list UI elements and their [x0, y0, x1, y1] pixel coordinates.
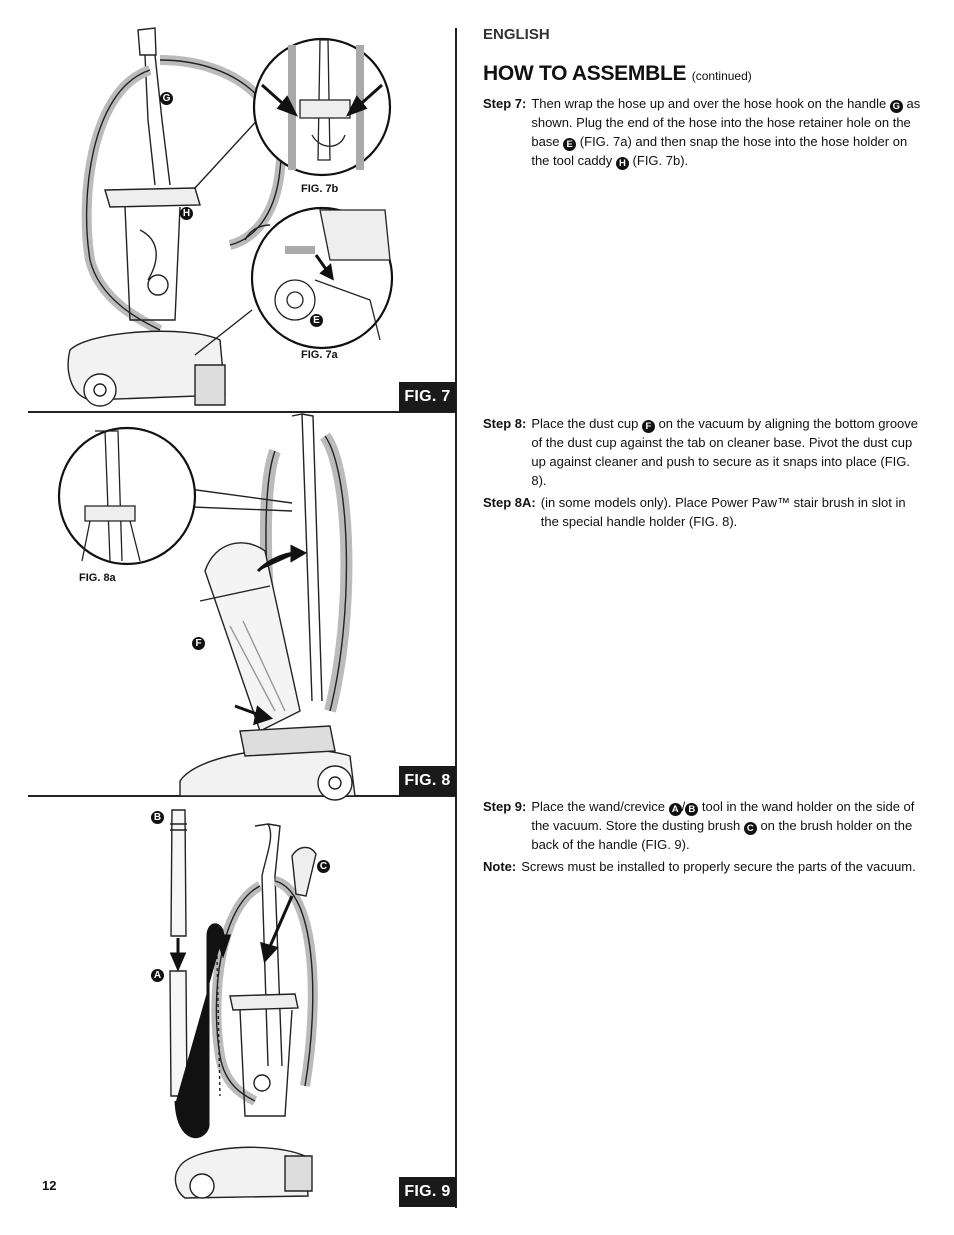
- language-heading: ENGLISH: [483, 26, 550, 43]
- fig9-tag: FIG. 9: [399, 1177, 456, 1207]
- step-9-letter-a: A: [668, 803, 682, 816]
- step-9-text-3: on the brush holder on the back of the h…: [531, 818, 913, 852]
- column-divider: [455, 28, 457, 1208]
- step-8-text-1: Place the dust cup: [531, 416, 639, 431]
- letter-g-marker: G: [160, 92, 173, 105]
- step-7-letter-h: H: [615, 157, 629, 170]
- step-8a-text: (in some models only). Place Power Paw™ …: [540, 495, 906, 529]
- fig9-illustration: [30, 796, 450, 1206]
- step-8-label: Step 8:: [483, 416, 527, 431]
- step-7-text-2: as shown. Plug the end of the hose into …: [531, 96, 921, 149]
- step-7-label: Step 7:: [483, 96, 527, 111]
- step-9-text-1: Place the wand/crevice: [531, 799, 666, 814]
- section-title-text: HOW TO ASSEMBLE: [483, 62, 687, 85]
- step-8-letter-f: F: [641, 420, 655, 433]
- step-8: Step 8: Place the dust cup F on the vacu…: [483, 414, 923, 534]
- letter-f-marker: F: [192, 637, 205, 650]
- section-title-suffix: (continued): [691, 69, 752, 83]
- step-8a-label: Step 8A:: [483, 495, 536, 510]
- step-9-letter-b: B: [685, 803, 699, 816]
- step-7-letter-g: G: [889, 100, 903, 113]
- letter-h-marker: H: [180, 207, 193, 220]
- figure-divider-7-8: [28, 411, 456, 413]
- step-7-text-3: (FIG. 7a) and then snap the hose into th…: [531, 134, 908, 168]
- fig7-tag: FIG. 7: [399, 382, 456, 412]
- section-title: HOW TO ASSEMBLE (continued): [483, 62, 752, 86]
- letter-c-marker: C: [317, 860, 330, 873]
- letter-a-marker: A: [151, 969, 164, 982]
- step-7-text-4: (FIG. 7b).: [632, 153, 689, 168]
- note-label: Note:: [483, 859, 517, 874]
- step-9-letter-c: C: [743, 822, 757, 835]
- fig8-illustration: [30, 411, 450, 796]
- fig8-tag: FIG. 8: [399, 766, 456, 796]
- fig8a-caption: FIG. 8a: [79, 572, 116, 584]
- step-9-slash: /: [681, 799, 686, 814]
- letter-e-marker: E: [310, 314, 323, 327]
- step-9-text-2: tool in the wand holder on the side of t…: [531, 799, 915, 833]
- step-8-text-2: on the vacuum by aligning the bottom gro…: [531, 416, 919, 488]
- step-7-letter-e: E: [563, 138, 577, 151]
- letter-b-marker: B: [151, 811, 164, 824]
- page-number: 12: [42, 1178, 57, 1193]
- fig7b-caption: FIG. 7b: [301, 183, 339, 195]
- step-9: Step 9: Place the wand/crevice A/B tool …: [483, 797, 923, 879]
- fig7a-caption: FIG. 7a: [301, 349, 338, 361]
- step-7: Step 7: Then wrap the hose up and over t…: [483, 94, 923, 173]
- step-9-label: Step 9:: [483, 799, 527, 814]
- fig7-illustration: [30, 0, 450, 410]
- step-7-text-1: Then wrap the hose up and over the hose …: [531, 96, 887, 111]
- note-text: Screws must be installed to properly sec…: [521, 859, 916, 874]
